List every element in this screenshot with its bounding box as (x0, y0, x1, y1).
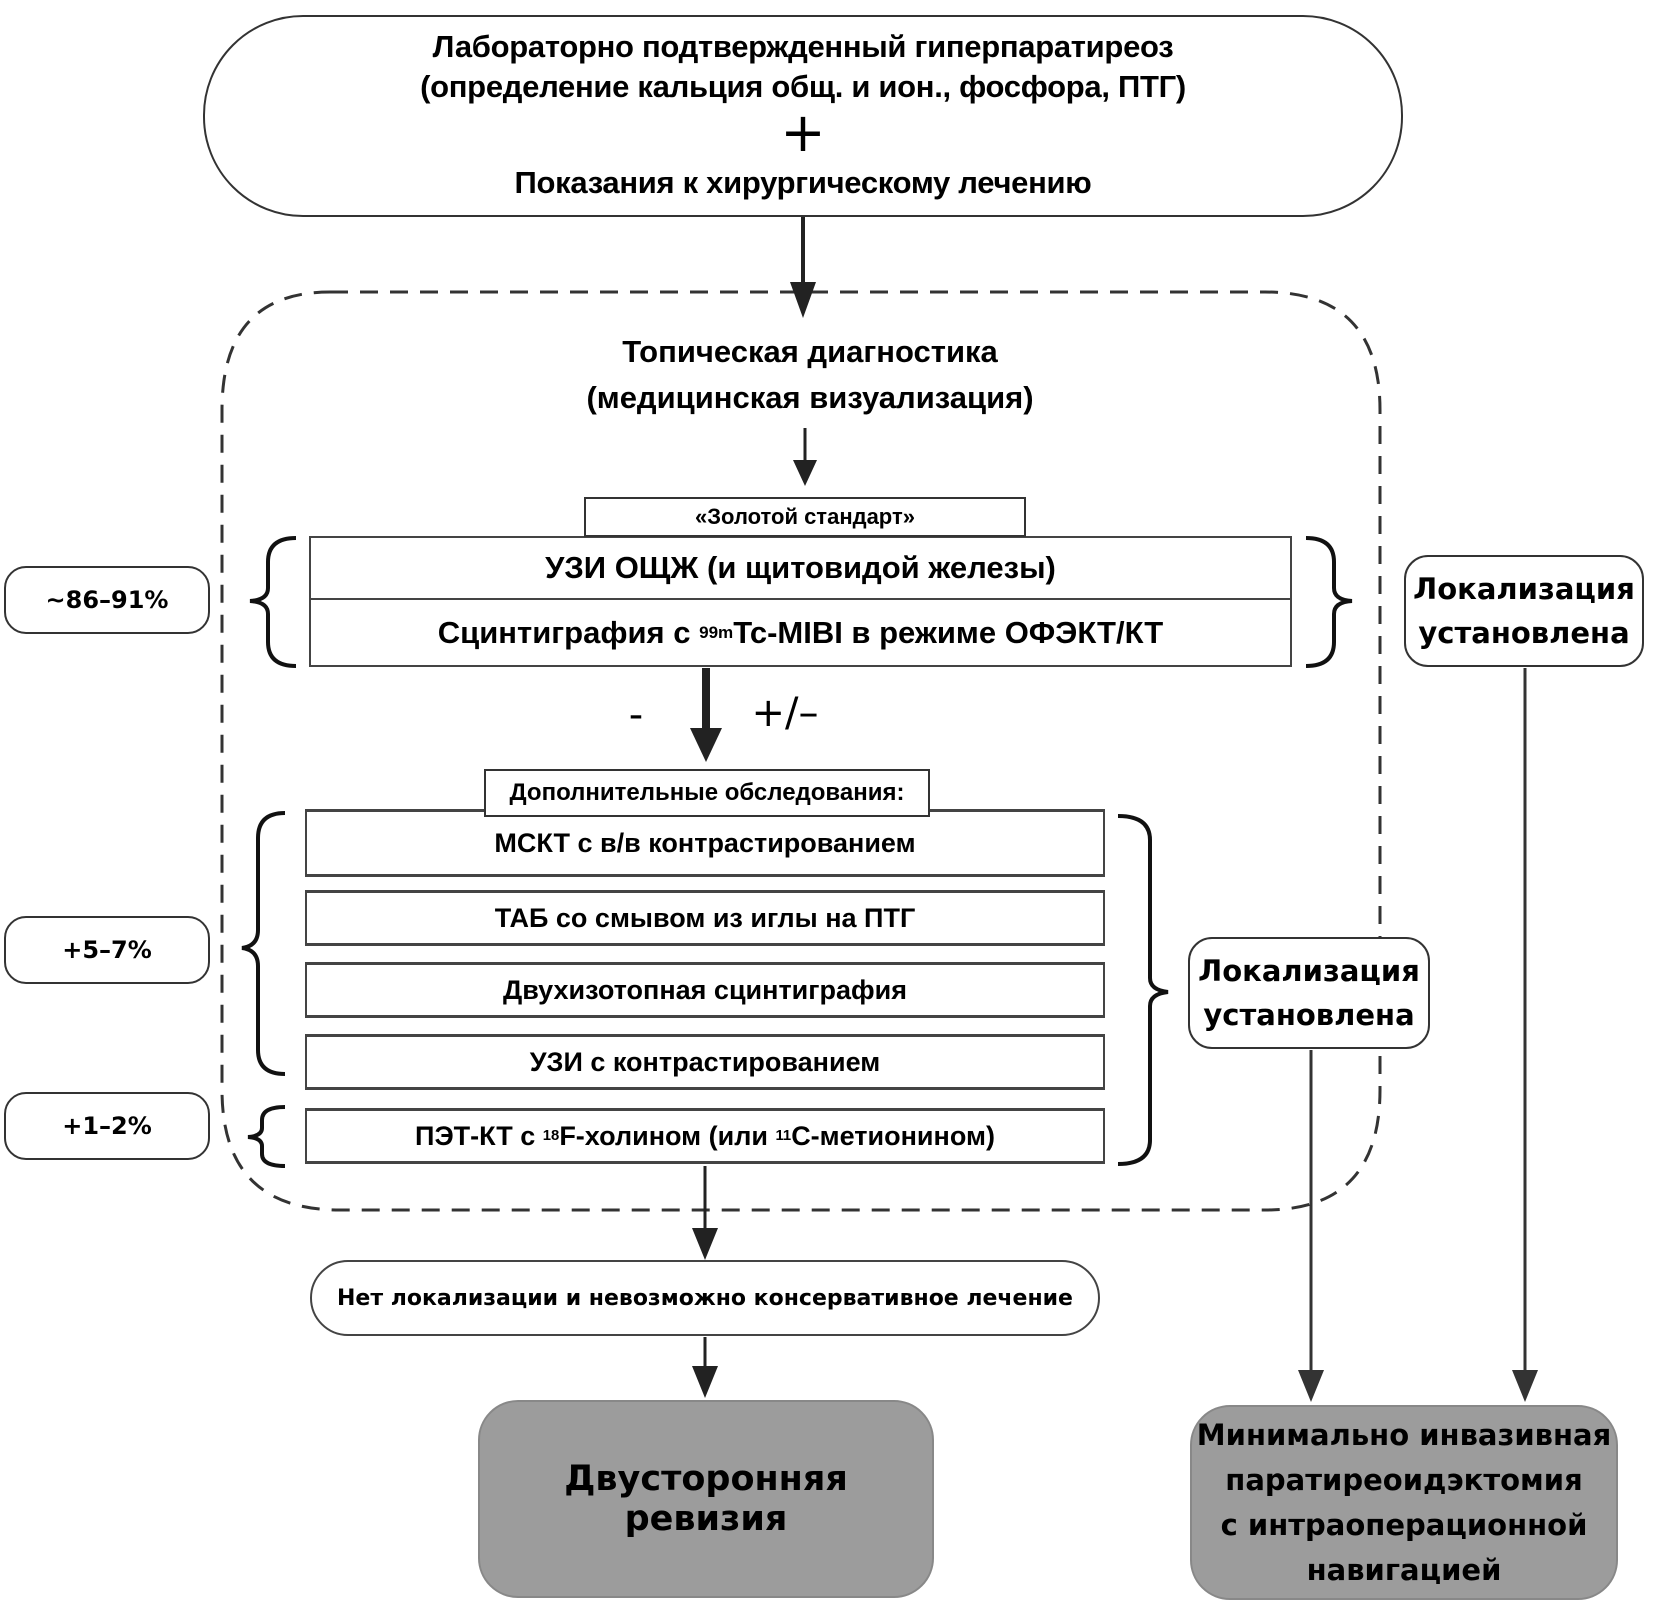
minimally-invasive-parathyroidectomy-box: Минимально инвазивная паратиреоидэктомия… (1190, 1405, 1618, 1600)
topical-line-1: Топическая диагностика (622, 334, 998, 369)
negative-result-sign: - (628, 692, 644, 738)
outcome-line: паратиреоидэктомия (1225, 1462, 1583, 1497)
arrow-no-localization-to-bilateral (692, 1337, 718, 1398)
bilateral-exploration-box: Двусторонняя ревизия (478, 1400, 934, 1598)
outcome-line: навигацией (1306, 1552, 1502, 1587)
outcome-line: Минимально инвазивная (1196, 1417, 1612, 1452)
gold-standard-ultrasound: УЗИ ОЩЖ (и щитовидой железы) (309, 538, 1292, 600)
brace-additional-left (241, 811, 286, 1076)
outcome-line: с интраоперационной (1220, 1507, 1588, 1542)
arrow-gold-to-additional (690, 668, 722, 762)
entry-line-2: (определение кальция общ. и ион., фосфор… (420, 69, 1186, 104)
pet-prefix: ПЭТ-КТ с (415, 1120, 543, 1151)
additional-item: УЗИ с контрастированием (305, 1034, 1105, 1090)
localization-line-2: установлена (1418, 616, 1630, 650)
no-localization-box: Нет локализации и невозможно консерватив… (310, 1260, 1100, 1336)
entry-line-3: Показания к хирургическому лечению (514, 165, 1092, 200)
uncertain-result-sign: +/– (751, 690, 819, 736)
gold-standard-sensitivity-badge: ~86–91% (4, 566, 210, 634)
pet-mid: F-холином (или (559, 1120, 776, 1151)
plus-sign: + (780, 101, 826, 164)
additional-item: Двухизотопная сцинтиграфия (305, 962, 1105, 1018)
entry-line-1: Лабораторно подтвержденный гиперпаратире… (432, 29, 1174, 64)
additional-investigations-tag: Дополнительные обследования: (484, 769, 930, 817)
localization-established-1: Локализация установлена (1404, 555, 1644, 667)
topical-diagnostics-heading: Топическая диагностика (медицинская визу… (480, 325, 1140, 425)
gold-standard-table (309, 536, 1292, 667)
localization-line-2: установлена (1203, 998, 1415, 1032)
arrow-top-to-topical (790, 217, 816, 318)
arrow-localization1-to-mini-invasive (1512, 668, 1538, 1402)
entry-criteria-box: Лабораторно подтвержденный гиперпаратире… (203, 15, 1403, 217)
additional-item: ТАБ со смывом из иглы на ПТГ (305, 890, 1105, 946)
brace-additional-right (1117, 814, 1169, 1166)
arrow-pet-to-no-localization (692, 1166, 718, 1260)
additional-sensitivity-badge: +5–7% (4, 916, 210, 984)
pet-sensitivity-badge: +1–2% (4, 1092, 210, 1160)
brace-pet-left (247, 1105, 286, 1168)
brace-gold-left (249, 536, 297, 668)
scintigraphy-prefix: Сцинтиграфия с (437, 615, 700, 650)
gold-standard-tag: «Золотой стандарт» (584, 497, 1026, 537)
pet-suffix: С-метионином) (791, 1120, 995, 1151)
arrow-topical-to-gold (793, 428, 817, 486)
localization-line-1: Локализация (1198, 954, 1420, 988)
arrow-localization2-to-mini-invasive (1298, 1050, 1324, 1402)
localization-line-1: Локализация (1413, 572, 1635, 606)
localization-established-2: Локализация установлена (1188, 937, 1430, 1049)
additional-item: МСКТ с в/в контрастированием (305, 809, 1105, 877)
topical-line-2: (медицинская визуализация) (586, 380, 1034, 415)
brace-gold-right (1305, 536, 1353, 668)
scintigraphy-suffix: Tc-MIBI в режиме ОФЭКТ/КТ (733, 615, 1164, 650)
